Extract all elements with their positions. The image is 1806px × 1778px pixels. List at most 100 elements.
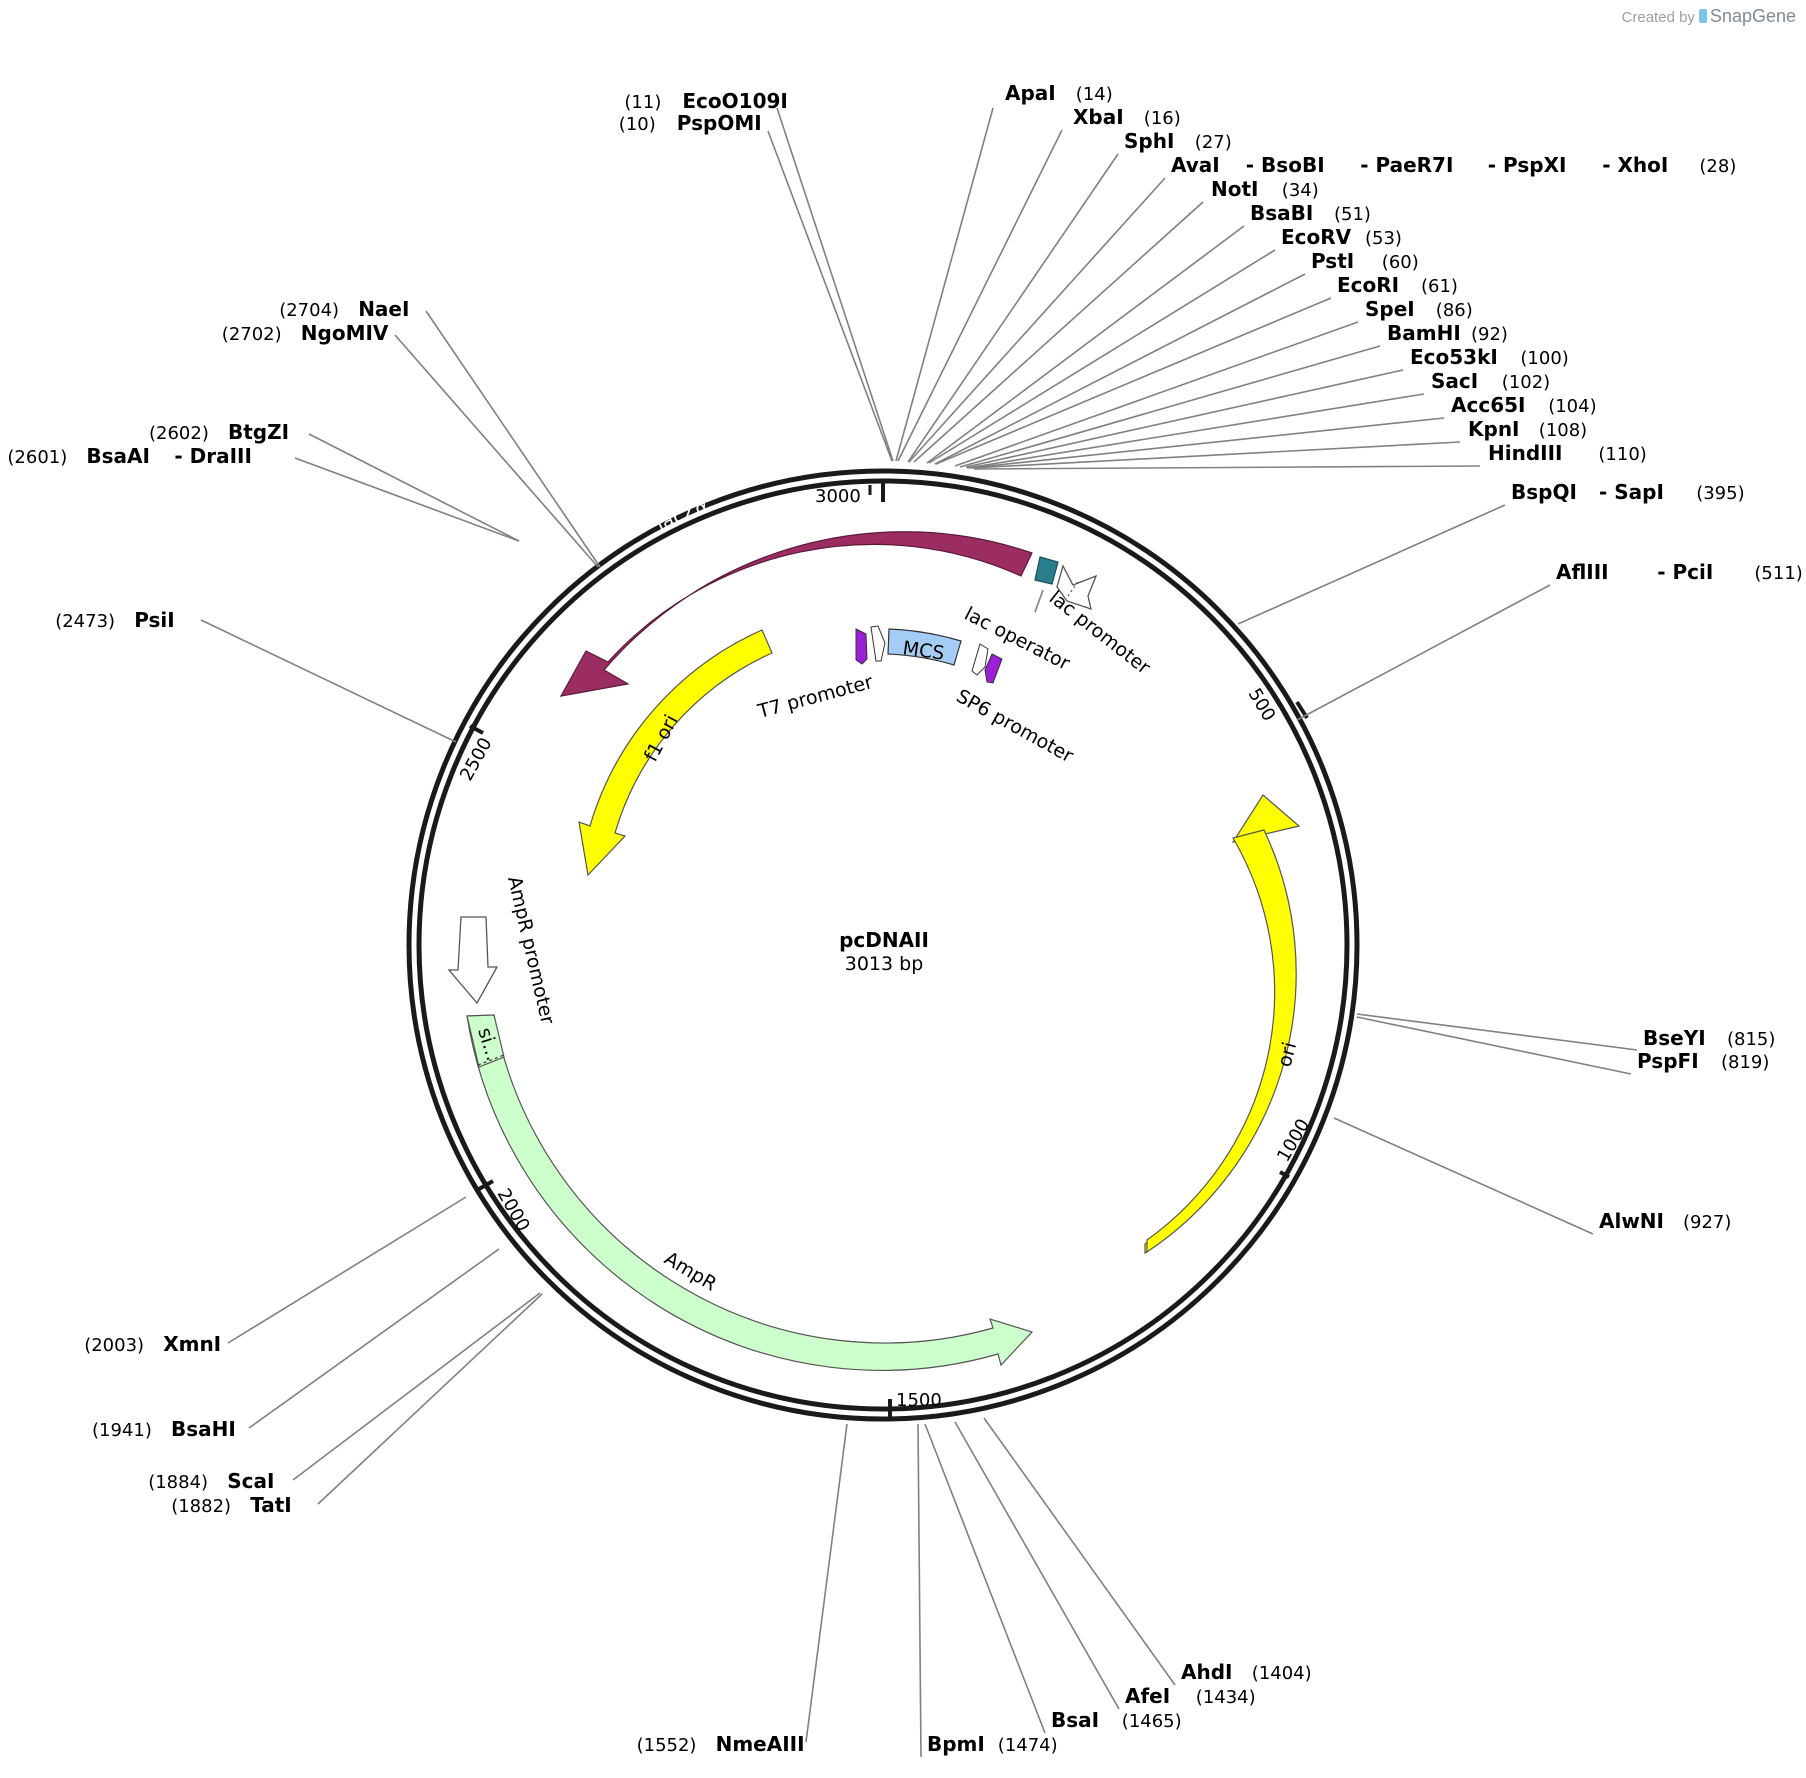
site-acc65i[interactable]: Acc65I(104) [1451,393,1597,417]
site-leader-tati [317,1293,543,1505]
site-position: (86) [1436,300,1473,321]
site-position: (1941) [92,1420,152,1441]
site-spei[interactable]: SpeI (86) [1365,297,1473,321]
site-name: Acc65I [1451,393,1525,417]
site-name: AlwNI [1599,1209,1664,1233]
site-leader-afei [954,1421,1120,1710]
site-alwni[interactable]: AlwNI(927) [1599,1209,1731,1233]
site-name: - BsoBI [1246,153,1325,177]
site-leader-acc65i [968,417,1445,469]
lac-promoter-dots [1067,579,1080,597]
site-ecori[interactable]: EcoRI(61) [1337,273,1458,297]
site-name: PspOMI [677,111,762,135]
site-position: (28) [1699,156,1736,177]
site-naei[interactable]: (2704) NaeI [279,297,409,321]
site-position: (16) [1144,108,1181,129]
site-psti[interactable]: PstI(60) [1311,249,1419,273]
site-leader-ecoo109i [776,107,894,462]
site-xmni[interactable]: (2003)XmnI [84,1332,221,1356]
site-position: (108) [1539,420,1587,441]
ampr-promoter-arrow[interactable] [447,916,499,1005]
site-bpmi[interactable]: BpmI(1474) [927,1732,1058,1756]
t7-promoter-violet[interactable] [855,628,868,665]
lac-operator-leader [1034,589,1044,613]
site-afei[interactable]: AfeI(1434) [1125,1684,1256,1708]
ampr-arrow[interactable] [466,1014,1034,1371]
site-leader-sphi [907,153,1119,463]
site-position: (102) [1502,372,1550,393]
site-saci[interactable]: SacI(102) [1431,369,1550,393]
backbone [406,468,1360,1422]
site-ahdi[interactable]: AhdI(1404) [1181,1660,1312,1684]
site-name: NmeAIII [716,1732,805,1756]
site-leader-hindiii [973,465,1481,470]
site-hindiii[interactable]: HindIII(110) [1488,441,1647,465]
site-kpni[interactable]: KpnI (108) [1468,417,1587,441]
site-bseyi[interactable]: BseYI(815) [1643,1026,1775,1050]
site-position: (2704) [279,300,339,321]
site-name: Eco53kI [1410,345,1498,369]
ampr-signal-peptide[interactable] [466,1014,505,1068]
lac-operator-box[interactable] [1034,556,1059,585]
site-leader-ecori [935,297,1332,465]
site-leader-pspfi [1356,1016,1632,1075]
site-ngomiv[interactable]: (2702)NgoMIV [222,321,389,345]
site-afliii[interactable]: AflIII- PciI(511) [1556,560,1803,584]
site-leader-psii [200,619,457,743]
t7-promoter-label: T7 promoter [755,671,876,723]
site-leader-bpmi [917,1423,922,1758]
site-leader-bsai [924,1423,1046,1734]
site-bsahi[interactable]: (1941)BsaHI [92,1417,236,1441]
mcs-box[interactable] [887,628,962,666]
site-nmeaiii[interactable]: (1552)NmeAIII [637,1732,805,1756]
site-name: NaeI [358,297,409,321]
site-bsaai[interactable]: (2601)BsaAI- DraIII [7,444,252,468]
lacZ-arrow[interactable] [559,531,1033,697]
site-pspomi[interactable]: (10)PspOMI [619,111,762,135]
site-position: (51) [1334,204,1371,225]
site-name: BsaI [1051,1708,1099,1732]
site-leader-spei [954,321,1359,467]
site-name: SpeI [1365,297,1415,321]
site-position: (61) [1421,276,1458,297]
site-leader-ecorv [928,249,1276,464]
site-name: BtgZI [228,420,289,444]
site-bspqi[interactable]: BspQI- SapI(395) [1511,480,1745,504]
site-position: (27) [1195,132,1232,153]
site-position: (1434) [1196,1687,1256,1708]
site-sphi[interactable]: SphI(27) [1124,129,1232,153]
ampr-promoter-label: AmpR promoter [503,874,558,1026]
site-position: (2003) [84,1335,144,1356]
site-position: (819) [1721,1052,1769,1073]
site-apai[interactable]: ApaI(14) [1005,81,1113,105]
site-name: BseYI [1643,1026,1706,1050]
site-position: (14) [1076,84,1113,105]
site-psii[interactable]: (2473)PsiI [55,608,175,632]
site-name: KpnI [1468,417,1520,441]
site-xbai[interactable]: XbaI(16) [1073,105,1181,129]
site-btgzi[interactable]: (2602)BtgZI [149,420,289,444]
site-position: (395) [1696,483,1744,504]
t7-promoter-white[interactable] [870,625,886,662]
site-tati[interactable]: (1882)TatI [171,1493,292,1517]
site-name: AhdI [1181,1660,1232,1684]
site-name: - PspXI [1488,153,1567,177]
site-noti[interactable]: NotI(34) [1211,177,1319,201]
site-pspfi[interactable]: PspFI(819) [1637,1049,1769,1073]
site-position: (2702) [222,324,282,345]
site-bsai[interactable]: BsaI(1465) [1051,1708,1182,1732]
site-position: (1884) [148,1472,208,1493]
site-bamhi[interactable]: BamHI(92) [1387,321,1508,345]
site-scai[interactable]: (1884)ScaI [148,1469,274,1493]
site-ecoo109i[interactable]: (11)EcoO109I [624,89,787,113]
sp6-promoter-white[interactable] [971,643,989,676]
sp6-promoter-violet[interactable] [984,653,1003,684]
f1-ori-arrow[interactable] [578,629,773,877]
site-avai[interactable]: AvaI- BsoBI- PaeR7I- PspXI- XhoI(28) [1171,153,1736,177]
site-ecorv[interactable]: EcoRV(53) [1281,225,1402,249]
site-bsabi[interactable]: BsaBI(51) [1250,201,1371,225]
credit-text: Created by [1621,9,1695,26]
site-eco53ki[interactable]: Eco53kI(100) [1410,345,1569,369]
site-name: BamHI [1387,321,1461,345]
site-name: BsaAI [86,444,150,468]
